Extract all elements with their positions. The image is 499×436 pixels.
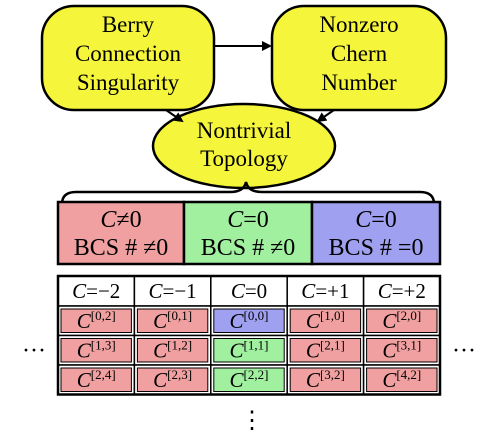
table-header-cell bbox=[133, 275, 212, 307]
chern-line-3: Number bbox=[321, 70, 397, 95]
chern-table: C=−2 C=−1 C=0 C=+1 C=+2C[0,2] C[0,1] C[0,0] C[1… bbox=[56, 274, 442, 396]
table-header-label: C=+1 bbox=[301, 279, 349, 303]
berry-line-3: Singularity bbox=[77, 70, 180, 95]
category-red-c: C≠0 bbox=[100, 207, 141, 233]
table-cell-label: C[3,2] bbox=[306, 367, 345, 392]
table-cell-label: C[1,0] bbox=[306, 308, 345, 333]
curly-brace bbox=[60, 181, 436, 205]
category-boxes: C≠0 BCS # ≠0 C=0 BCS # ≠0 C=0 BCS # =0 bbox=[56, 200, 442, 266]
table-cell-fill bbox=[60, 308, 132, 333]
table-cell-fill bbox=[289, 338, 362, 363]
table-cell-label: C[4,2] bbox=[382, 367, 421, 392]
table-cell-fill bbox=[136, 338, 209, 363]
topology-node: Nontrivial Topology bbox=[151, 102, 337, 190]
arrow-chern-to-topology bbox=[316, 109, 335, 123]
table-cell-label: C[0,0] bbox=[230, 308, 269, 333]
ellipsis-left: ··· bbox=[22, 338, 46, 364]
table-cell-fill bbox=[289, 367, 362, 392]
category-blue-box bbox=[310, 200, 442, 266]
table-header-label: C=0 bbox=[231, 279, 267, 303]
table-cell-label: C[1,3] bbox=[77, 338, 116, 363]
ellipsis-right: ··· bbox=[452, 338, 476, 364]
table-border bbox=[56, 274, 442, 396]
table-cell-fill bbox=[213, 367, 285, 392]
table-header-label: C=−2 bbox=[72, 279, 120, 303]
category-green-box bbox=[182, 200, 314, 266]
table-cell-fill bbox=[60, 338, 132, 363]
table-cell-label: C[0,2] bbox=[77, 308, 116, 333]
arrow-berry-to-topology bbox=[165, 109, 184, 123]
table-cell-label: C[1,2] bbox=[153, 338, 192, 363]
table-cell-label: C[2,4] bbox=[77, 367, 116, 392]
ellipsis-bottom: ⋮ bbox=[240, 408, 264, 434]
category-red-bcs: BCS # ≠0 bbox=[74, 235, 169, 261]
table-header-label: C=−1 bbox=[148, 279, 196, 303]
table-cell-fill bbox=[136, 367, 209, 392]
category-green-c: C=0 bbox=[227, 207, 269, 233]
chern-line-1: Nonzero bbox=[319, 12, 398, 37]
topology-line-2: Topology bbox=[200, 146, 288, 171]
chern-node: Nonzero Chern Number bbox=[270, 4, 448, 112]
berry-line-1: Berry bbox=[102, 12, 155, 37]
berry-line-2: Connection bbox=[75, 41, 182, 66]
category-green-bcs: BCS # ≠0 bbox=[201, 235, 296, 261]
table-cell-fill bbox=[136, 308, 209, 333]
table-cell-label: C[3,1] bbox=[382, 338, 421, 363]
table-header-cell bbox=[57, 275, 136, 307]
table-cell-label: C[2,1] bbox=[306, 338, 345, 363]
table-cell-fill bbox=[213, 338, 285, 363]
table-cell-fill bbox=[366, 367, 438, 392]
table-cell-label: C[2,3] bbox=[153, 367, 192, 392]
table-cell-label: C[0,1] bbox=[153, 308, 192, 333]
category-blue-c: C=0 bbox=[355, 207, 397, 233]
table-cell-label: C[1,1] bbox=[230, 338, 269, 363]
table-cell-fill bbox=[213, 308, 285, 333]
table-cell-fill bbox=[366, 308, 438, 333]
table-cell-fill bbox=[289, 308, 362, 333]
category-red-box bbox=[56, 200, 186, 266]
table-header-label: C=+2 bbox=[378, 279, 426, 303]
table-cell-fill bbox=[60, 367, 132, 392]
topology-line-1: Nontrivial bbox=[197, 118, 292, 143]
table-cell-label: C[2,2] bbox=[230, 367, 269, 392]
chern-line-2: Chern bbox=[331, 41, 388, 66]
table-cell-label: C[2,0] bbox=[382, 308, 421, 333]
category-blue-bcs: BCS # =0 bbox=[329, 235, 424, 261]
table-cell-fill bbox=[366, 338, 438, 363]
berry-node: Berry Connection Singularity bbox=[40, 4, 216, 112]
